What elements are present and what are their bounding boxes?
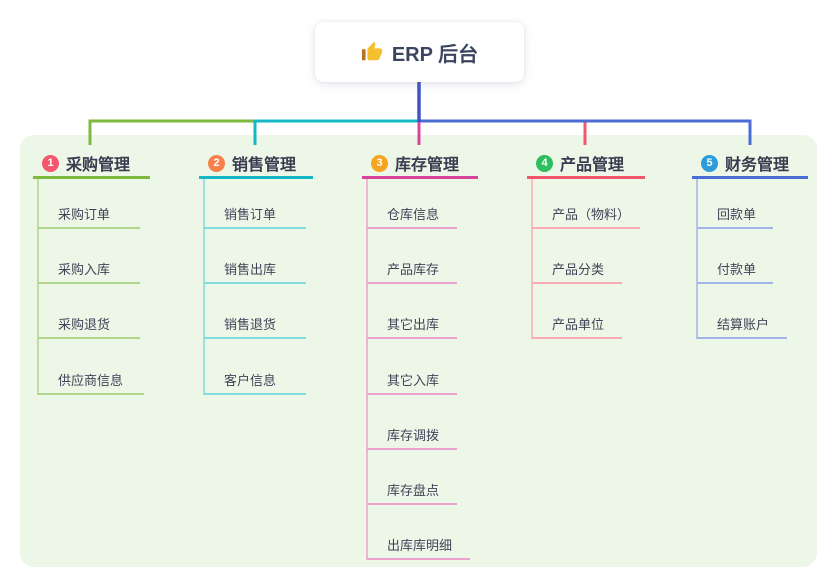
child-node-sales-outbound[interactable]: 销售出库 <box>204 258 306 284</box>
child-node-purchase-order[interactable]: 采购订单 <box>38 203 140 229</box>
child-label: 销售订单 <box>224 207 277 222</box>
child-label: 销售退货 <box>224 317 277 332</box>
branch-number-badge: 2 <box>208 154 225 172</box>
child-label: 采购退货 <box>58 317 111 332</box>
child-label: 结算账户 <box>717 317 770 332</box>
child-label: 其它入库 <box>387 373 440 388</box>
child-label: 回款单 <box>717 207 757 222</box>
root-label: ERP 后台 <box>391 43 479 66</box>
child-label: 库存盘点 <box>387 483 440 498</box>
branch-node-purchase-management[interactable]: 1 采购管理 <box>33 150 150 179</box>
branch-node-product-management[interactable]: 4 产品管理 <box>527 150 645 179</box>
branch-node-finance-management[interactable]: 5 财务管理 <box>692 150 808 179</box>
child-label: 产品库存 <box>387 262 440 277</box>
map-background-panel <box>20 135 817 567</box>
branch-node-inventory-management[interactable]: 3 库存管理 <box>362 150 478 179</box>
branch-number-badge: 3 <box>371 154 388 172</box>
child-node-customer-info[interactable]: 客户信息 <box>204 369 306 395</box>
child-label: 产品分类 <box>552 262 605 277</box>
branch-node-sales-management[interactable]: 2 销售管理 <box>199 150 313 179</box>
child-node-supplier-info[interactable]: 供应商信息 <box>38 369 144 395</box>
child-label: 产品单位 <box>552 317 605 332</box>
child-label: 出库库明细 <box>387 538 453 553</box>
child-label: 采购订单 <box>58 207 111 222</box>
child-node-sales-return[interactable]: 销售退货 <box>204 313 306 339</box>
root-node[interactable]: ERP 后台 <box>315 22 524 82</box>
child-label: 仓库信息 <box>387 207 440 222</box>
child-node-receipt-bill[interactable]: 回款单 <box>697 203 773 229</box>
child-node-sales-order[interactable]: 销售订单 <box>204 203 306 229</box>
child-node-settlement-account[interactable]: 结算账户 <box>697 313 787 339</box>
branch-label: 采购管理 <box>66 157 131 174</box>
child-node-stock-count[interactable]: 库存盘点 <box>367 479 457 505</box>
child-label: 客户信息 <box>224 373 277 388</box>
branch-number-badge: 1 <box>42 154 59 172</box>
branch-label: 销售管理 <box>232 157 297 174</box>
thumbs-up-icon <box>361 41 383 63</box>
child-label: 付款单 <box>717 262 757 277</box>
branch-number-badge: 4 <box>536 154 553 172</box>
child-node-product-category[interactable]: 产品分类 <box>532 258 622 284</box>
child-node-other-outbound[interactable]: 其它出库 <box>367 313 457 339</box>
child-label: 库存调拨 <box>387 428 440 443</box>
child-node-purchase-return[interactable]: 采购退货 <box>38 313 140 339</box>
child-node-outbound-detail[interactable]: 出库库明细 <box>367 534 470 560</box>
child-label: 销售出库 <box>224 262 277 277</box>
child-node-other-inbound[interactable]: 其它入库 <box>367 369 457 395</box>
branch-label: 库存管理 <box>395 157 460 174</box>
branch-label: 产品管理 <box>560 157 625 174</box>
child-node-stock-transfer[interactable]: 库存调拨 <box>367 424 457 450</box>
child-node-product-material[interactable]: 产品（物料） <box>532 203 640 229</box>
child-node-product-stock[interactable]: 产品库存 <box>367 258 457 284</box>
branch-label: 财务管理 <box>725 157 790 174</box>
child-node-purchase-inbound[interactable]: 采购入库 <box>38 258 140 284</box>
child-node-warehouse-info[interactable]: 仓库信息 <box>367 203 457 229</box>
branch-number-badge: 5 <box>701 154 718 172</box>
child-label: 其它出库 <box>387 317 440 332</box>
child-label: 采购入库 <box>58 262 111 277</box>
child-label: 产品（物料） <box>552 207 631 222</box>
child-node-payment-bill[interactable]: 付款单 <box>697 258 773 284</box>
child-node-product-unit[interactable]: 产品单位 <box>532 313 622 339</box>
child-label: 供应商信息 <box>58 373 124 388</box>
